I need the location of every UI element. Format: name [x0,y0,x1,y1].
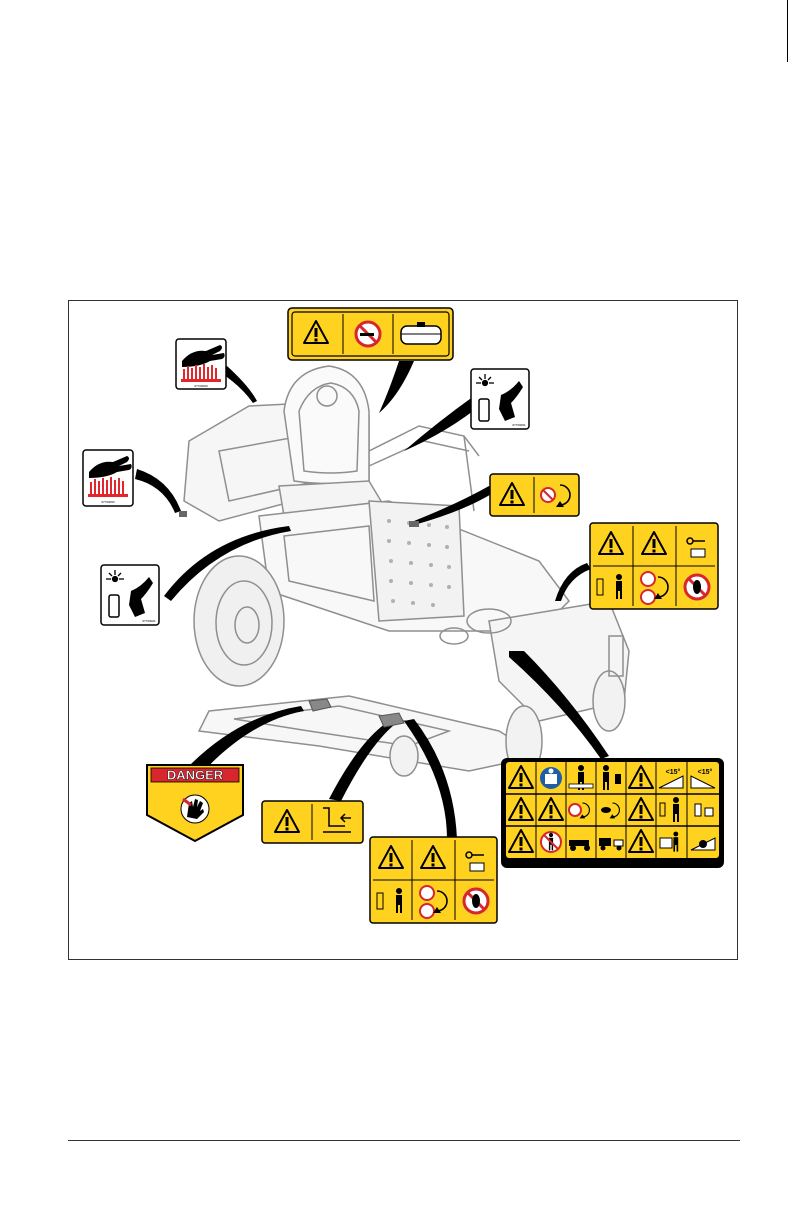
operator-instructions-decal: <15° <15° [501,758,724,868]
pressurized-fluid-decal-upper: 07700001 [471,369,529,429]
decal-code: 07700001 [512,423,526,427]
no-foot-icon [464,889,488,913]
fuel-tank-icon [401,322,441,344]
decal-code: 07700001 [142,619,156,623]
no-smoking-icon [356,322,380,346]
pressurized-fluid-decal-left: 07700001 [101,565,159,625]
footer-rule [68,1140,740,1141]
no-passenger-icon [541,832,561,852]
danger-label: DANGER [167,768,224,783]
danger-decal: DANGER [147,765,243,841]
operator-safety-decal-right [590,523,718,609]
read-manual-icon [540,767,562,789]
hot-surface-decal-lower: 07700000 [83,450,133,506]
decal-code: 07700000 [101,500,115,504]
slope-angle-label: <15° [666,768,681,776]
no-hands-icon [541,488,555,502]
fuel-safety-decal [288,308,453,360]
blade-contact-decal [490,474,579,516]
slope-angle-label: <15° [698,768,713,776]
operator-safety-decal-center [370,837,497,923]
decal-code: 07700000 [194,384,208,388]
hand-amputation-icon [181,795,209,823]
crop-mark-top-right [787,0,788,62]
safety-decal-figure: 07700000 07700000 07700001 [68,300,738,960]
hot-surface-decal-upper: 07700000 [176,339,226,389]
no-foot-icon [685,575,709,599]
foot-crush-decal [262,801,363,843]
decal-location-illustration: 07700000 07700000 07700001 [69,301,737,959]
zero-turn-mower-illustration [184,366,629,776]
